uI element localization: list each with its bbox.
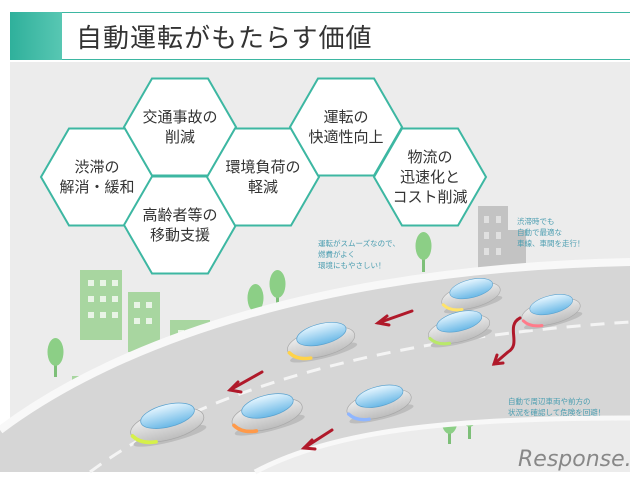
response-logo: Response. bbox=[518, 447, 632, 472]
autonomous-car bbox=[521, 294, 583, 330]
car-canopy bbox=[241, 393, 294, 419]
value-hexagon: 環境負荷の軽減 bbox=[205, 127, 321, 227]
autonomous-car bbox=[231, 393, 305, 436]
header-accent-band bbox=[10, 12, 62, 60]
hexagon-label: 環境負荷の軽減 bbox=[225, 158, 300, 196]
traffic-arrows bbox=[226, 309, 522, 451]
fuel-note: 運転がスムーズなので、 燃費がよく 環境にもやさしい！ bbox=[318, 238, 402, 270]
car-canopy bbox=[296, 321, 347, 347]
car-light bbox=[130, 434, 158, 445]
car-canopy bbox=[529, 294, 573, 316]
header-bottom-rule bbox=[62, 59, 630, 60]
car-canopy bbox=[355, 384, 404, 408]
car-light bbox=[232, 423, 259, 434]
car-light bbox=[441, 303, 464, 312]
building bbox=[478, 206, 508, 272]
arrow-icon bbox=[374, 309, 414, 327]
arrow-icon bbox=[300, 428, 334, 451]
car-canopy bbox=[140, 402, 195, 429]
hexagon-label: 高齢者等の移動支援 bbox=[142, 206, 217, 244]
arrow-icon bbox=[226, 370, 264, 394]
value-hexagons: 渋滞の解消・緩和交通事故の削減高齢者等の移動支援環境負荷の軽減運転の快適性向上物… bbox=[39, 77, 488, 275]
value-hexagon: 渋滞の解消・緩和 bbox=[39, 127, 155, 227]
traffic-note: 渋滞時でも 自動で最適な 車線、車間を走行！ bbox=[517, 216, 585, 248]
autonomous-car bbox=[346, 384, 414, 424]
building bbox=[508, 230, 526, 270]
hexagon-label: 交通事故の削減 bbox=[142, 108, 217, 146]
autonomous-car bbox=[441, 278, 503, 314]
tree bbox=[415, 232, 432, 272]
autonomous-car bbox=[427, 310, 492, 348]
car-light bbox=[346, 412, 371, 422]
hexagon-shape bbox=[372, 127, 488, 227]
hexagon-label: 運転の快適性向上 bbox=[308, 108, 383, 146]
autonomous-car bbox=[287, 321, 358, 363]
hexagon-label: 物流の迅速化とコスト削減 bbox=[392, 148, 467, 206]
car-canopy bbox=[449, 278, 493, 300]
safety-note: 自動で周辺車両や前方の 状況を確認して危険を回避！ bbox=[508, 396, 605, 417]
header: 自動運転がもたらす価値 bbox=[10, 12, 630, 60]
autonomous-car bbox=[130, 402, 207, 447]
hexagon-label: 渋滞の解消・緩和 bbox=[59, 158, 134, 196]
car-light bbox=[287, 351, 313, 361]
value-hexagon: 高齢者等の移動支援 bbox=[122, 175, 238, 275]
tree bbox=[47, 338, 64, 377]
value-hexagon: 交通事故の削減 bbox=[122, 77, 238, 177]
curved-arrow-icon bbox=[491, 316, 522, 366]
value-hexagon: 物流の迅速化とコスト削減 bbox=[372, 127, 488, 227]
header-top-rule bbox=[62, 12, 630, 13]
car-light bbox=[521, 319, 544, 328]
annotations: 運転がスムーズなので、 燃費がよく 環境にもやさしい！ 渋滞時でも 自動で最適な… bbox=[318, 216, 605, 417]
tree bbox=[269, 270, 286, 309]
cars bbox=[130, 278, 583, 447]
page-title: 自動運転がもたらす価値 bbox=[76, 24, 373, 54]
car-canopy bbox=[436, 310, 483, 333]
car-light bbox=[428, 336, 452, 346]
